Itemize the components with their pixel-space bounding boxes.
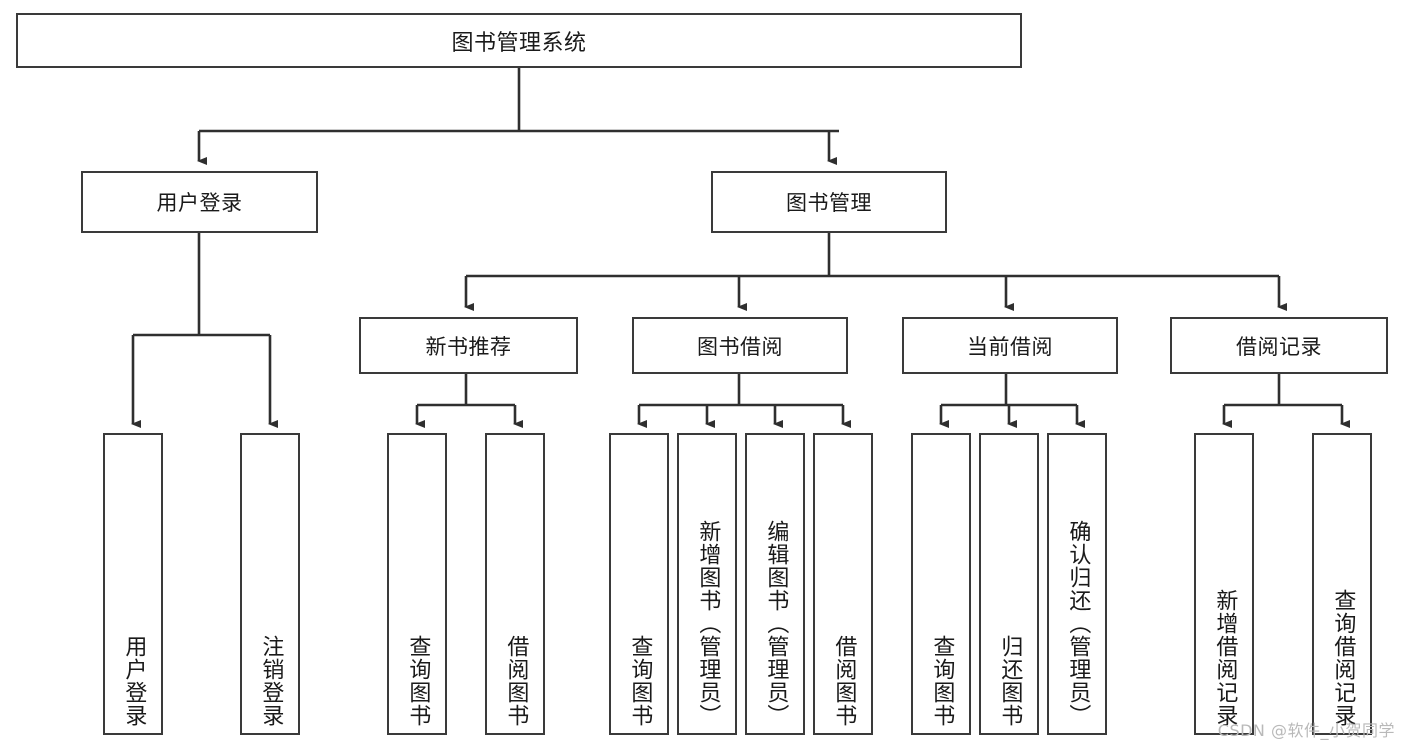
node-leaf-borrow-book-b-label: 借阅图书 — [831, 635, 857, 727]
node-leaf-query-book-a[interactable]: 查询图书 — [387, 433, 447, 735]
node-user-login[interactable]: 用户登录 — [81, 171, 318, 233]
node-current-borrow-label: 当前借阅 — [967, 334, 1053, 359]
node-new-book-recommend-label: 新书推荐 — [425, 334, 512, 359]
node-leaf-query-book-b[interactable]: 查询图书 — [609, 433, 669, 735]
node-book-borrow[interactable]: 图书借阅 — [632, 317, 848, 374]
node-leaf-edit-book-admin-label: 编辑图书（管理员） — [763, 520, 789, 727]
node-leaf-query-book-c-label: 查询图书 — [929, 635, 955, 727]
node-leaf-query-borrow-record-label: 查询借阅记录 — [1330, 589, 1356, 727]
node-leaf-add-book-admin[interactable]: 新增图书（管理员） — [677, 433, 737, 735]
node-leaf-borrow-book-a-label: 借阅图书 — [503, 635, 529, 727]
node-leaf-query-book-c[interactable]: 查询图书 — [911, 433, 971, 735]
node-leaf-add-borrow-record[interactable]: 新增借阅记录 — [1194, 433, 1254, 735]
node-leaf-logout[interactable]: 注销登录 — [240, 433, 300, 735]
node-borrow-record-label: 借阅记录 — [1236, 334, 1322, 359]
node-leaf-query-borrow-record[interactable]: 查询借阅记录 — [1312, 433, 1372, 735]
node-leaf-user-login[interactable]: 用户登录 — [103, 433, 163, 735]
node-leaf-query-book-a-label: 查询图书 — [405, 635, 431, 727]
node-current-borrow[interactable]: 当前借阅 — [902, 317, 1118, 374]
node-leaf-logout-label: 注销登录 — [258, 635, 284, 727]
node-new-book-recommend[interactable]: 新书推荐 — [359, 317, 578, 374]
node-leaf-borrow-book-a[interactable]: 借阅图书 — [485, 433, 545, 735]
node-leaf-add-book-admin-label: 新增图书（管理员） — [695, 520, 721, 727]
node-leaf-confirm-return-admin[interactable]: 确认归还（管理员） — [1047, 433, 1107, 735]
node-book-manage-label: 图书管理 — [786, 191, 872, 215]
node-leaf-query-book-b-label: 查询图书 — [627, 635, 653, 727]
node-root-book-management-system[interactable]: 图书管理系统 — [16, 13, 1022, 68]
node-borrow-record[interactable]: 借阅记录 — [1170, 317, 1388, 374]
node-user-login-label: 用户登录 — [156, 191, 243, 215]
node-leaf-edit-book-admin[interactable]: 编辑图书（管理员） — [745, 433, 805, 735]
node-book-borrow-label: 图书借阅 — [697, 334, 783, 359]
node-leaf-add-borrow-record-label: 新增借阅记录 — [1212, 589, 1238, 727]
watermark-text: CSDN @软件_小贺同学 — [1217, 721, 1395, 740]
node-root-label: 图书管理系统 — [451, 30, 587, 56]
node-leaf-return-book[interactable]: 归还图书 — [979, 433, 1039, 735]
node-book-manage[interactable]: 图书管理 — [711, 171, 947, 233]
node-leaf-user-login-label: 用户登录 — [121, 635, 147, 727]
node-leaf-return-book-label: 归还图书 — [997, 635, 1023, 727]
node-leaf-borrow-book-b[interactable]: 借阅图书 — [813, 433, 873, 735]
node-leaf-confirm-return-admin-label: 确认归还（管理员） — [1065, 520, 1091, 727]
